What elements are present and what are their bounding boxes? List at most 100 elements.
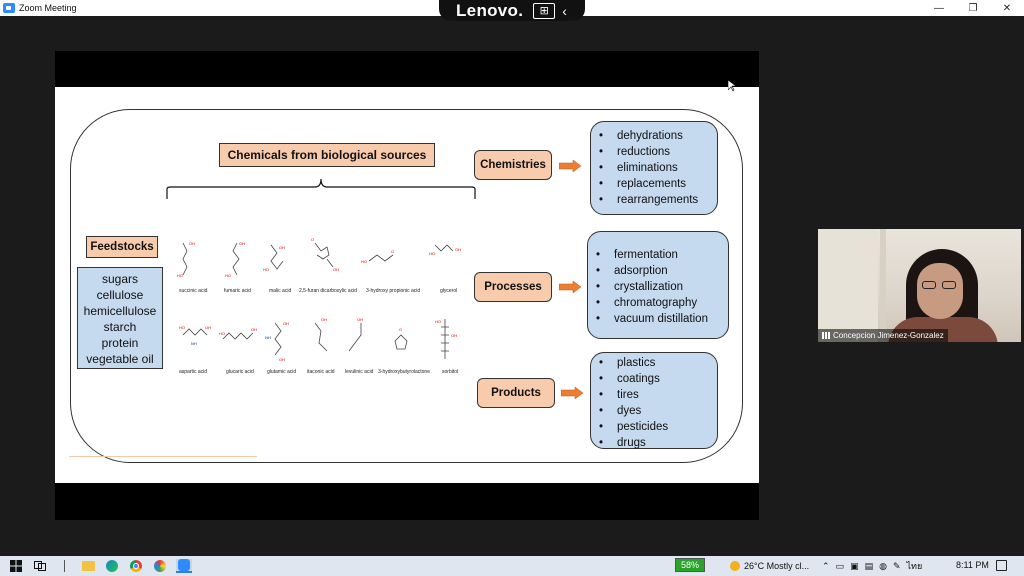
chevron-up-icon[interactable]: ⌃ bbox=[822, 560, 830, 571]
svg-text:HO: HO bbox=[361, 259, 367, 264]
molecule-label: fumaric acid bbox=[224, 288, 251, 294]
weather-text: 26°C Mostly cl... bbox=[744, 561, 810, 571]
processes-label: Processes bbox=[474, 272, 552, 302]
svg-text:HO: HO bbox=[177, 273, 183, 278]
svg-text:O: O bbox=[311, 237, 314, 242]
chemistries-list: •dehydrations •reductions •eliminations … bbox=[590, 121, 718, 215]
slide-title: Chemicals from biological sources bbox=[219, 143, 435, 167]
file-explorer-icon[interactable] bbox=[80, 559, 96, 573]
restore-button[interactable]: ❐ bbox=[968, 2, 978, 14]
svg-text:OH: OH bbox=[279, 245, 285, 250]
molecule-label: glucaric acid bbox=[226, 369, 254, 375]
list-item: •dehydrations bbox=[599, 130, 683, 142]
zoom-app-icon bbox=[3, 3, 15, 13]
taskbar-separator-icon bbox=[56, 559, 72, 573]
battery-indicator[interactable]: 58% bbox=[675, 558, 705, 572]
pen-icon[interactable]: ✎ bbox=[892, 560, 901, 571]
participant-face bbox=[917, 263, 963, 319]
svg-text:O: O bbox=[391, 249, 394, 254]
svg-text:HO: HO bbox=[225, 273, 231, 278]
svg-text:HO: HO bbox=[219, 331, 225, 336]
list-item: •pesticides bbox=[599, 421, 669, 433]
video-background-door bbox=[818, 229, 878, 342]
svg-text:HO: HO bbox=[263, 267, 269, 272]
chrome-icon[interactable] bbox=[128, 559, 144, 573]
list-item: •eliminations bbox=[599, 162, 678, 174]
paint-app-icon[interactable] bbox=[152, 559, 168, 573]
participant-name: Concepcion Jimenez-Gonzalez bbox=[833, 331, 944, 340]
glasses-icon bbox=[922, 281, 936, 289]
lenovo-overlay[interactable]: Lenovo. ⊞ ‹ bbox=[439, 0, 585, 21]
feedstock-item: protein bbox=[101, 336, 139, 350]
battery-icon[interactable]: ▤ bbox=[864, 560, 874, 571]
participant-video[interactable]: Concepcion Jimenez-Gonzalez bbox=[818, 229, 1021, 342]
list-item: •vacuum distillation bbox=[596, 313, 708, 325]
list-item: •coatings bbox=[599, 373, 660, 385]
svg-text:OH: OH bbox=[251, 327, 257, 332]
svg-text:OH: OH bbox=[283, 321, 289, 326]
svg-text:HO: HO bbox=[429, 251, 435, 256]
list-item: •tires bbox=[599, 389, 639, 401]
svg-text:OH: OH bbox=[455, 247, 461, 252]
windows-start-icon[interactable] bbox=[8, 559, 24, 573]
feedstock-item: cellulose bbox=[96, 288, 144, 302]
svg-text:OH: OH bbox=[357, 317, 363, 322]
participant-namebar: Concepcion Jimenez-Gonzalez bbox=[818, 329, 948, 342]
glasses-icon bbox=[942, 281, 956, 289]
list-item: •plastics bbox=[599, 357, 656, 369]
slide: Chemicals from biological sources Feedst… bbox=[55, 87, 759, 483]
cursor-icon bbox=[728, 80, 736, 92]
list-item: •chromatography bbox=[596, 297, 698, 309]
arrow-right-icon bbox=[559, 160, 581, 172]
svg-text:OH: OH bbox=[239, 241, 245, 246]
svg-text:OH: OH bbox=[205, 325, 211, 330]
zoom-taskbar-icon[interactable] bbox=[176, 559, 192, 573]
svg-text:HO: HO bbox=[179, 325, 185, 330]
edge-browser-icon[interactable] bbox=[104, 559, 120, 573]
task-view-icon[interactable] bbox=[32, 559, 48, 573]
weather-widget[interactable]: 26°C Mostly cl... bbox=[730, 556, 809, 576]
chevron-left-icon[interactable]: ‹ bbox=[562, 2, 567, 19]
molecule-label: itaconic acid bbox=[307, 369, 335, 375]
molecule-label: 2,5-furan dicarboxylic acid bbox=[299, 288, 358, 294]
svg-text:OH: OH bbox=[279, 357, 285, 362]
feedstock-item: starch bbox=[103, 320, 137, 334]
minimize-button[interactable]: — bbox=[934, 2, 944, 14]
molecule-label: malic acid bbox=[269, 288, 292, 294]
notification-icon[interactable] bbox=[996, 560, 1007, 571]
molecule-label: glycerol bbox=[440, 288, 458, 294]
list-item: •reductions bbox=[599, 146, 671, 158]
svg-text:OH: OH bbox=[451, 333, 457, 338]
molecule-label: 3-hydroxybutyrolactone bbox=[378, 369, 430, 375]
products-list: •plastics •coatings •tires •dyes •pestic… bbox=[590, 352, 718, 449]
svg-text:HO: HO bbox=[435, 319, 441, 324]
system-tray: ⌃ ▭ ▣ ▤ ◍ ✎ ไทย bbox=[822, 556, 922, 576]
list-item: •dyes bbox=[599, 405, 642, 417]
molecule-label: sorbitol bbox=[442, 369, 459, 375]
footer-rule bbox=[69, 456, 257, 457]
volume-icon[interactable]: ◍ bbox=[879, 560, 887, 571]
grid-icon[interactable]: ⊞ bbox=[533, 2, 556, 19]
brace bbox=[166, 178, 476, 199]
signal-icon bbox=[822, 332, 830, 339]
chemistries-label: Chemistries bbox=[474, 150, 552, 180]
feedstocks-label: Feedstocks bbox=[86, 236, 158, 258]
list-item: •crystallization bbox=[596, 281, 684, 293]
network-icon[interactable]: ▭ bbox=[835, 560, 845, 571]
close-button[interactable]: ✕ bbox=[1002, 2, 1012, 14]
products-label: Products bbox=[477, 378, 555, 408]
list-item: •fermentation bbox=[596, 249, 678, 261]
language-indicator[interactable]: ไทย bbox=[906, 561, 923, 571]
weather-sun-icon bbox=[730, 561, 740, 571]
arrow-right-icon bbox=[561, 387, 583, 399]
list-item: •replacements bbox=[599, 178, 687, 190]
list-item: •rearrangements bbox=[599, 194, 699, 206]
display-icon[interactable]: ▣ bbox=[850, 560, 859, 571]
feedstock-item: vegetable oil bbox=[86, 352, 154, 366]
molecule-label: 3-hydroxy propionic acid bbox=[366, 288, 421, 294]
svg-text:NH: NH bbox=[191, 341, 197, 346]
clock-time[interactable]: 8:11 PM bbox=[956, 560, 989, 570]
list-item: •drugs bbox=[599, 437, 646, 449]
